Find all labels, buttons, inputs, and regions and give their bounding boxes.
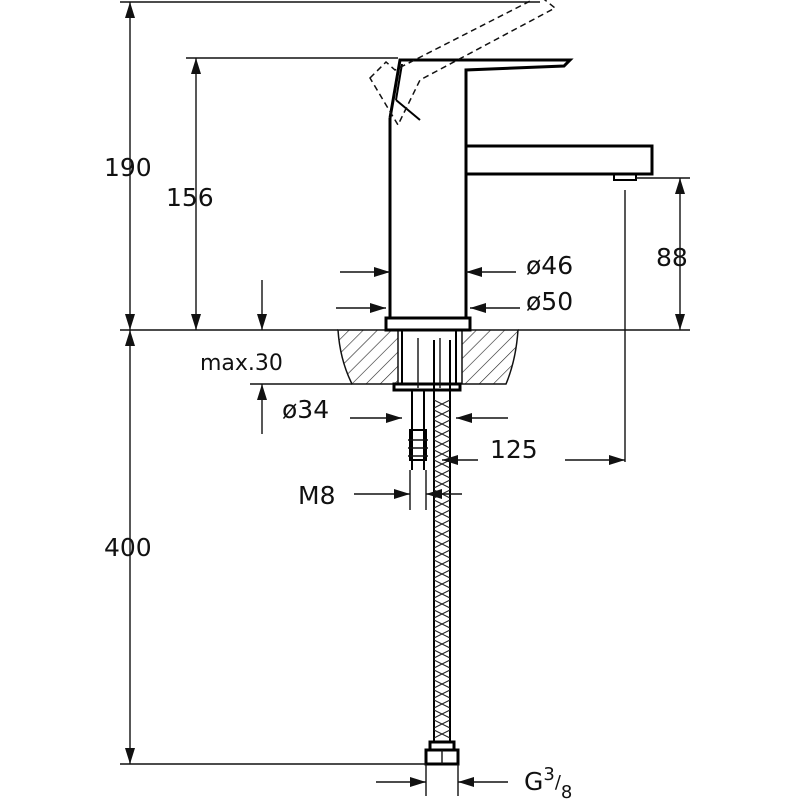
dimension-lines xyxy=(120,1,690,796)
label-max30: max.30 xyxy=(200,351,283,376)
label-m8: M8 xyxy=(298,481,335,510)
label-d46: ø46 xyxy=(526,251,573,280)
handle-open-outline xyxy=(369,0,557,127)
label-125: 125 xyxy=(490,435,538,464)
label-88: 88 xyxy=(656,243,688,272)
braided-hose xyxy=(424,340,460,766)
countertop-section xyxy=(337,329,519,385)
countertop-left xyxy=(337,329,399,385)
label-g38: G3/8 xyxy=(524,764,572,800)
label-d34: ø34 xyxy=(282,395,329,424)
dimension-labels: 190 156 88 max.30 ø46 ø50 ø34 125 M8 400… xyxy=(104,153,688,800)
mounting-assembly xyxy=(392,330,462,470)
countertop-right xyxy=(461,329,519,385)
label-156: 156 xyxy=(166,183,214,212)
label-190: 190 xyxy=(104,153,152,182)
label-400: 400 xyxy=(104,533,152,562)
label-d50: ø50 xyxy=(526,287,573,316)
faucet-body xyxy=(384,58,654,332)
